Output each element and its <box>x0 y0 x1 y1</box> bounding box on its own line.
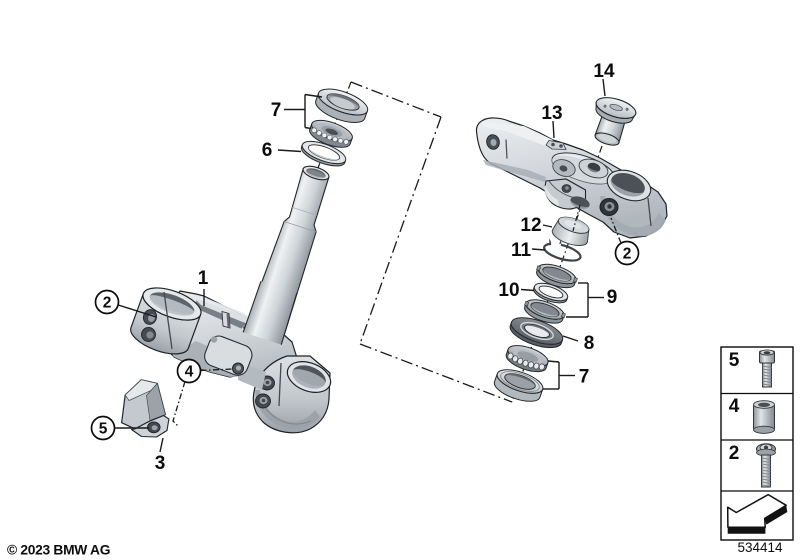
svg-text:5: 5 <box>729 350 740 371</box>
svg-text:7: 7 <box>579 367 590 388</box>
svg-text:4: 4 <box>729 396 740 417</box>
svg-text:6: 6 <box>262 140 273 161</box>
svg-text:2: 2 <box>623 246 632 263</box>
svg-text:3: 3 <box>155 453 166 474</box>
svg-text:4: 4 <box>185 364 194 381</box>
svg-text:8: 8 <box>584 333 595 354</box>
svg-text:11: 11 <box>511 240 532 261</box>
svg-text:12: 12 <box>520 215 541 236</box>
svg-text:5: 5 <box>99 421 108 438</box>
svg-text:1: 1 <box>198 268 209 289</box>
svg-text:13: 13 <box>541 103 562 124</box>
svg-text:10: 10 <box>498 280 519 301</box>
svg-text:9: 9 <box>607 287 618 308</box>
svg-text:534414: 534414 <box>737 540 783 555</box>
svg-text:2: 2 <box>103 295 112 312</box>
svg-text:7: 7 <box>271 100 282 121</box>
svg-text:14: 14 <box>593 61 615 82</box>
svg-text:© 2023 BMW AG: © 2023 BMW AG <box>7 543 110 558</box>
svg-text:2: 2 <box>729 443 740 464</box>
